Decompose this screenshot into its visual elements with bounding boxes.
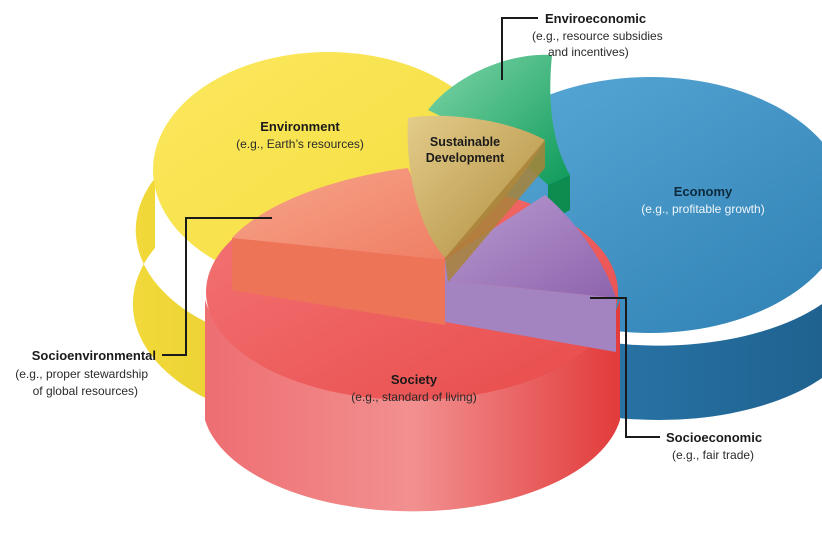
socioenvironmental-example-line2: of global resources) (33, 384, 138, 398)
socioeconomic-title: Socioeconomic (666, 430, 762, 445)
enviroeconomic-example-line1: (e.g., resource subsidies (532, 29, 663, 43)
society-title: Society (391, 372, 438, 387)
sustainable-development-title-line2: Development (426, 151, 505, 165)
economy-example: (e.g., profitable growth) (641, 202, 764, 216)
socioeconomic-region (445, 195, 616, 352)
environment-example: (e.g., Earth’s resources) (236, 137, 364, 151)
socioenvironmental-title: Socioenvironmental (32, 348, 156, 363)
socioeconomic-example: (e.g., fair trade) (672, 448, 754, 462)
enviroeconomic-leader-line (501, 17, 538, 80)
economy-title: Economy (674, 184, 733, 199)
socioenvironmental-example-line1: (e.g., proper stewardship (15, 367, 148, 381)
enviroeconomic-example-line2: and incentives) (548, 45, 629, 59)
sustainable-development-core (407, 115, 545, 282)
environment-title: Environment (260, 119, 340, 134)
sustainable-development-title-line1: Sustainable (430, 135, 500, 149)
society-example: (e.g., standard of living) (351, 390, 476, 404)
enviroeconomic-title: Enviroeconomic (545, 11, 646, 26)
socioenvironmental-leader-line (162, 217, 272, 356)
socioenvironmental-region (232, 168, 445, 325)
socioeconomic-leader-line (590, 297, 660, 438)
